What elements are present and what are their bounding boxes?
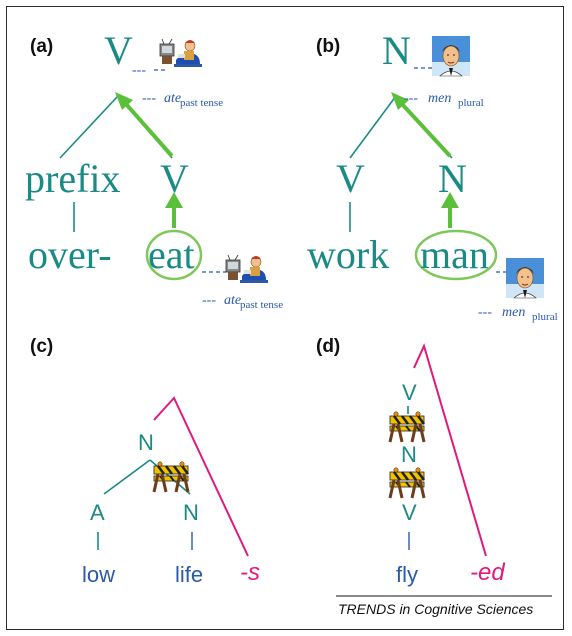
panel-a-arrow-diag	[124, 102, 174, 158]
panel-b-top-word: men	[428, 91, 451, 106]
panel-a-bottom-dash: ---	[202, 293, 216, 308]
panel-b-bottom-sub: plural	[532, 311, 558, 323]
panel-a-label: (a)	[30, 36, 53, 57]
panel-b-man-circle	[414, 229, 498, 281]
man-face-icon	[431, 35, 471, 77]
man-face-icon	[505, 257, 545, 299]
panel-a-bottom-word: ate	[224, 293, 241, 308]
panel-d-label: (d)	[316, 336, 340, 357]
panel-b: (b) N V N work man --- men plural --- me…	[307, 28, 558, 323]
panel-b-label: (b)	[316, 36, 340, 57]
tv-eating-icon	[159, 38, 203, 68]
panel-a-edge-left	[59, 95, 119, 159]
panel-d-top: V	[402, 380, 417, 405]
panel-b-top-sub: plural	[458, 97, 484, 109]
credit-text: TRENDS in Cognitive Sciences	[338, 601, 533, 617]
panel-c-left-node: A	[90, 500, 105, 525]
panel-a-left-node: prefix	[25, 156, 121, 201]
panel-a-top-sub: past tense	[180, 97, 223, 109]
panel-b-right-node: N	[438, 156, 467, 201]
panel-d-suffix: -ed	[470, 559, 505, 586]
panel-d: (d) V N V fly -ed	[316, 336, 505, 587]
panel-a-root: V	[104, 28, 133, 73]
panel-b-arrowhead-up	[441, 192, 459, 208]
panel-a-top-word: ate	[164, 91, 181, 106]
figure-frame	[6, 6, 564, 630]
tv-eating-icon	[225, 254, 269, 284]
panel-c-left-leaf: low	[82, 562, 115, 587]
panel-b-left-leaf: work	[307, 232, 389, 277]
panel-c-root: N	[138, 430, 154, 455]
barricade-icon	[388, 466, 426, 500]
panel-c-right-node: N	[183, 500, 199, 525]
panel-a-right-leaf: eat	[148, 232, 195, 277]
panel-b-arrowhead-diag	[391, 92, 409, 110]
panel-d-suffix-bracket	[413, 343, 487, 557]
panel-c-suffix-bracket	[153, 396, 249, 557]
panel-d-bottom: V	[402, 500, 417, 525]
panel-b-edge-left	[349, 95, 397, 159]
panel-a: (a) V prefix V over- eat --- --- ate pas…	[25, 28, 283, 311]
panel-b-bottom-word: men	[502, 305, 525, 320]
panel-c: (c) N A N low life -s	[30, 336, 260, 587]
panel-b-right-leaf: man	[420, 232, 489, 277]
panel-c-label: (c)	[30, 336, 53, 357]
panel-b-arrow-diag	[400, 102, 452, 158]
panel-a-left-leaf: over-	[28, 232, 112, 277]
panel-a-top-dash: ---	[142, 91, 156, 106]
panel-b-bottom-dash: ---	[478, 305, 492, 320]
panel-d-middle: N	[401, 442, 417, 467]
panel-a-bottom-sub: past tense	[240, 299, 283, 311]
panel-b-top-dash: ---	[404, 91, 418, 106]
panel-b-root: N	[382, 28, 411, 73]
panel-c-suffix: -s	[240, 559, 260, 586]
panel-b-left-node: V	[336, 156, 365, 201]
panel-a-arrowhead-diag	[115, 92, 133, 110]
panel-d-leaf: fly	[396, 562, 418, 587]
panel-c-edge-left	[103, 459, 151, 495]
panel-a-top-dash1: ---	[132, 63, 146, 78]
barricade-icon	[388, 410, 426, 444]
panel-a-eat-circle	[145, 229, 203, 281]
panel-a-arrowhead-up	[165, 192, 183, 208]
panel-c-right-leaf: life	[175, 562, 203, 587]
